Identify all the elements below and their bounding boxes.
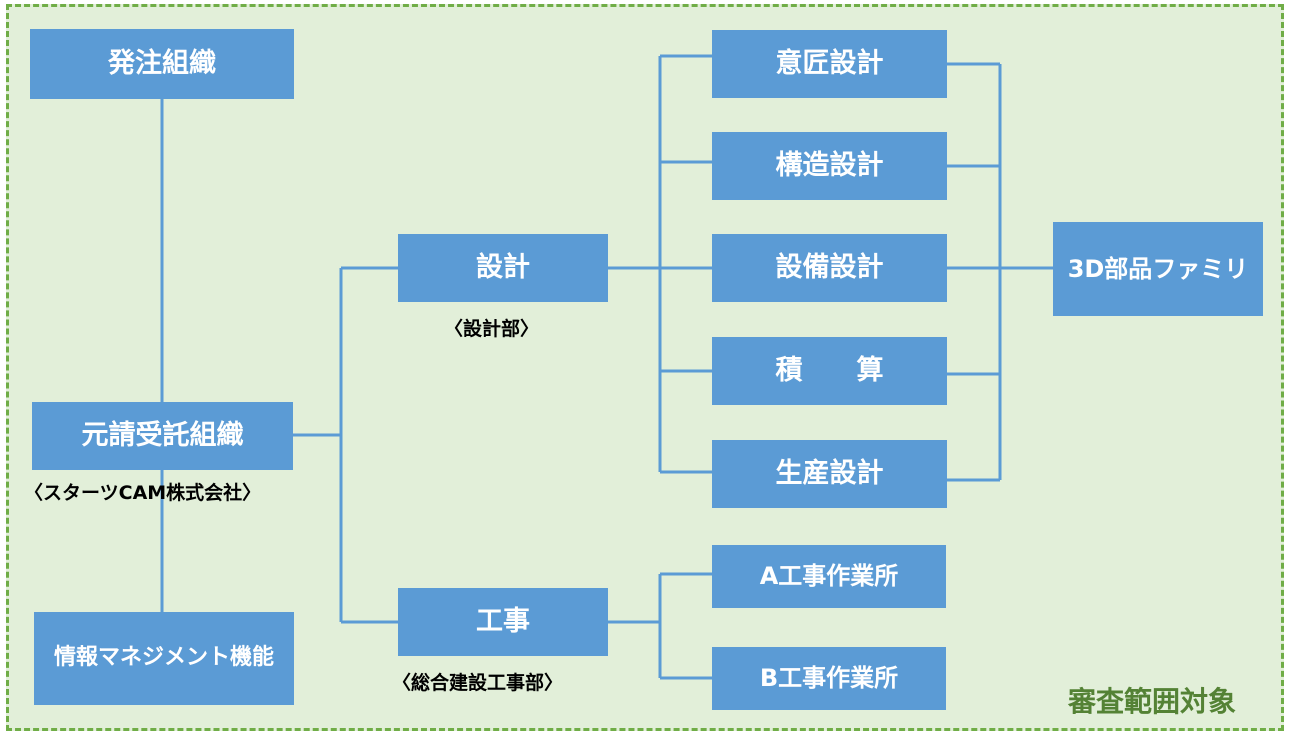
- prime-contractor-company-caption: 〈スターツCAM株式会社〉: [24, 482, 262, 504]
- site-b-box: B工事作業所: [712, 647, 946, 710]
- design-box: 設計: [398, 234, 608, 302]
- review-scope-label: 審査範囲対象: [1068, 685, 1237, 718]
- 3d-parts-line1: 3D部品: [1067, 254, 1153, 283]
- design-department-caption: 〈設計部〉: [444, 318, 540, 340]
- info-management-box: 情報マネジメント 機能: [34, 612, 294, 705]
- site-a-box: A工事作業所: [712, 545, 946, 608]
- 3d-parts-line2: ファミリ: [1152, 254, 1249, 283]
- construction-box: 工事: [398, 588, 608, 656]
- review-scope-frame: [6, 4, 1284, 731]
- structural-design-box: 構造設計: [712, 132, 947, 200]
- 3d-parts-family-box: 3D部品 ファミリ: [1053, 222, 1263, 316]
- construction-department-caption: 〈総合建設工事部〉: [392, 672, 564, 694]
- estimation-box: 積 算: [712, 337, 947, 405]
- mep-design-box: 設備設計: [712, 234, 947, 302]
- architectural-design-box: 意匠設計: [712, 30, 947, 98]
- ordering-organization-box: 発注組織: [30, 29, 294, 99]
- info-management-line2: 機能: [230, 645, 275, 671]
- info-management-line1: 情報マネジメント: [53, 645, 230, 671]
- production-design-box: 生産設計: [712, 440, 947, 508]
- prime-contractor-box: 元請受託組織: [32, 402, 293, 470]
